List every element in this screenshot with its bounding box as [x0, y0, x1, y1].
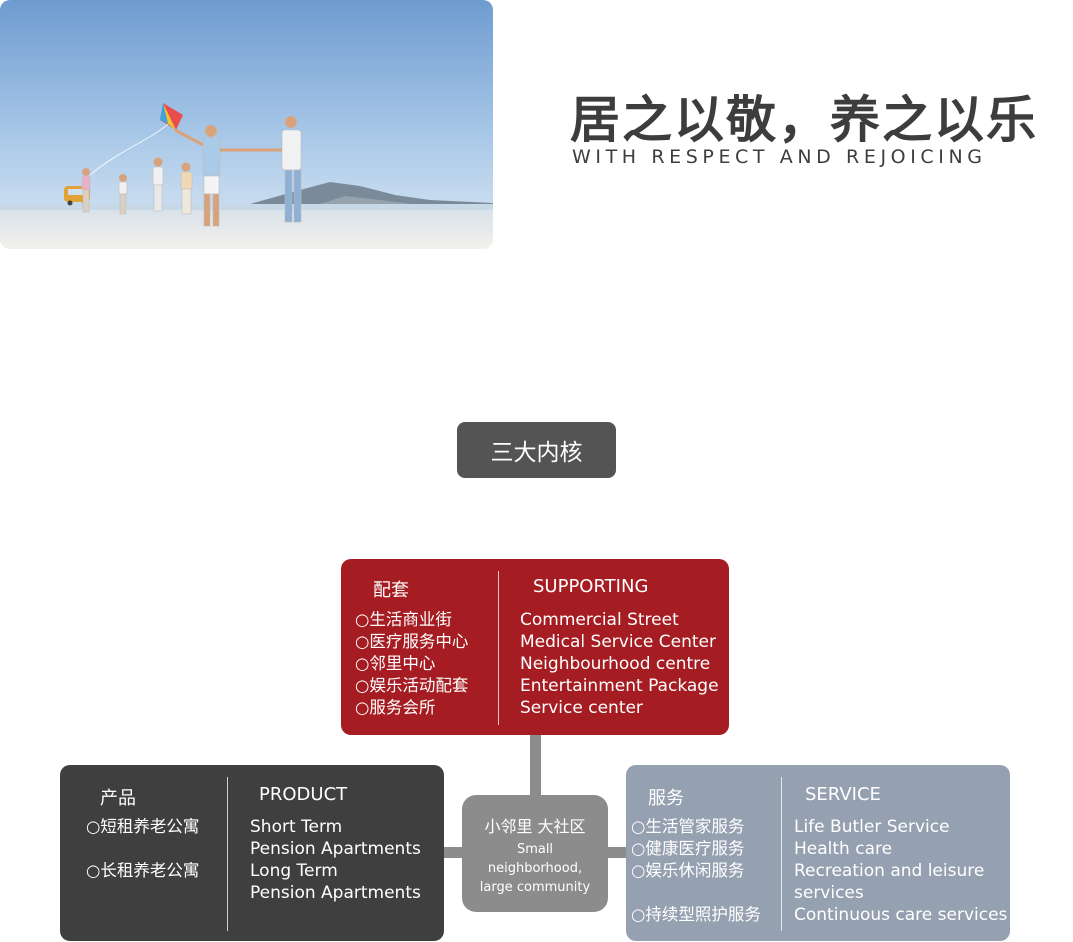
list-item: ○服务会所 — [355, 698, 436, 717]
hero-photo — [0, 0, 493, 249]
list-item: ○生活管家服务 — [631, 817, 745, 836]
list-item: Continuous care services — [794, 905, 1008, 925]
supporting-divider — [498, 571, 499, 725]
list-item: Pension Apartments — [250, 839, 421, 859]
slogan-english: WITH RESPECT AND REJOICING — [572, 146, 987, 168]
list-item: ○医疗服务中心 — [355, 632, 469, 651]
center-badge-line: large community — [479, 880, 591, 895]
core-badge: 三大内核 — [457, 422, 616, 478]
supporting-card: 配套 SUPPORTING ○生活商业街 ○医疗服务中心 ○邻里中心 ○娱乐活动… — [341, 559, 729, 735]
list-item: ○短租养老公寓 — [86, 817, 200, 836]
product-list-cn: ○短租养老公寓 ○长租养老公寓 — [86, 816, 199, 882]
list-item: Service center — [520, 698, 643, 718]
center-badge-line: Small — [516, 842, 554, 857]
service-divider — [781, 777, 782, 931]
list-item: Entertainment Package — [520, 676, 719, 696]
product-divider — [227, 777, 228, 931]
list-item: Commercial Street — [520, 610, 679, 630]
list-item: Recreation and leisure — [794, 861, 985, 881]
list-item: Health care — [794, 839, 893, 859]
list-item: Neighbourhood centre — [520, 654, 711, 674]
list-item: ○娱乐休闲服务 — [631, 861, 745, 880]
service-title-cn: 服务 — [648, 788, 684, 809]
supporting-list-cn: ○生活商业街 ○医疗服务中心 ○邻里中心 ○娱乐活动配套 ○服务会所 — [355, 609, 468, 719]
center-badge-title: 小邻里 大社区 — [484, 817, 586, 836]
list-item: services — [794, 883, 864, 903]
list-item: Life Butler Service — [794, 817, 950, 837]
service-title-en: SERVICE — [805, 784, 881, 805]
beach-family-kite-image — [0, 0, 493, 249]
connector-vertical — [530, 735, 541, 795]
list-item: Short Term — [250, 817, 343, 837]
center-badge-line: neighborhood, — [487, 861, 583, 876]
list-item: ○长租养老公寓 — [86, 861, 200, 880]
supporting-list-en: Commercial Street Medical Service Center… — [520, 609, 719, 719]
service-card: 服务 SERVICE ○生活管家服务 ○健康医疗服务 ○娱乐休闲服务 ○持续型照… — [626, 765, 1010, 941]
list-item: ○娱乐活动配套 — [355, 676, 469, 695]
center-badge: 小邻里 大社区 Small neighborhood, large commun… — [462, 795, 608, 912]
slogan-chinese: 居之以敬，养之以乐 — [570, 91, 1038, 149]
supporting-title-cn: 配套 — [373, 580, 409, 601]
list-item: ○持续型照护服务 — [631, 905, 761, 924]
product-list-en: Short Term Pension Apartments Long Term … — [250, 816, 421, 904]
service-list-en: Life Butler Service Health care Recreati… — [794, 816, 1007, 926]
service-list-cn: ○生活管家服务 ○健康医疗服务 ○娱乐休闲服务 ○持续型照护服务 — [631, 816, 761, 926]
center-badge-subtitle: Small neighborhood, large community — [462, 840, 608, 897]
product-title-cn: 产品 — [100, 788, 136, 809]
product-card: 产品 PRODUCT ○短租养老公寓 ○长租养老公寓 Short Term Pe… — [60, 765, 444, 941]
list-item: ○健康医疗服务 — [631, 839, 745, 858]
list-item: Long Term — [250, 861, 338, 881]
list-item: Pension Apartments — [250, 883, 421, 903]
list-item: ○邻里中心 — [355, 654, 436, 673]
core-badge-label: 三大内核 — [490, 440, 583, 466]
product-title-en: PRODUCT — [259, 784, 348, 805]
list-item: Medical Service Center — [520, 632, 716, 652]
supporting-title-en: SUPPORTING — [533, 576, 649, 597]
list-item: ○生活商业街 — [355, 610, 452, 629]
